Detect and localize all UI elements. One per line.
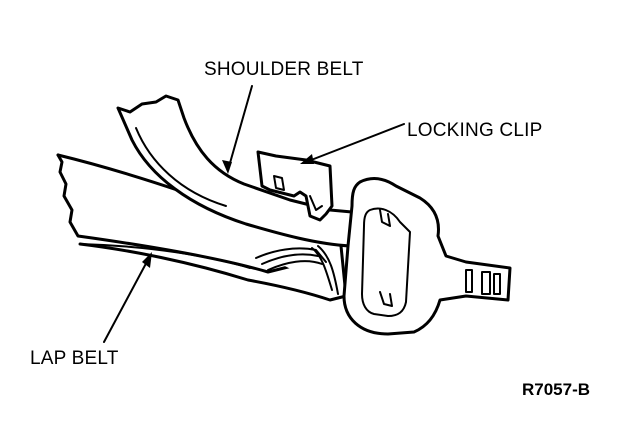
locking-clip-label: LOCKING CLIP (407, 120, 542, 141)
belt-webbing-folds (255, 245, 339, 295)
shoulder-belt-strap (116, 94, 354, 248)
locking-clip-leader (305, 123, 405, 163)
lap-belt-label: LAP BELT (30, 348, 119, 369)
locking-clip-arrowhead (300, 154, 314, 164)
figure-code: R7057-B (522, 380, 590, 399)
shoulder-belt-leader (227, 85, 253, 171)
shoulder-belt-arrowhead (222, 160, 232, 174)
lap-belt-leader (103, 255, 151, 343)
buckle-latch-plate (342, 177, 512, 336)
lap-belt-arrowhead (142, 252, 152, 268)
leader-arrows (103, 85, 405, 343)
shoulder-belt-label: SHOULDER BELT (204, 59, 364, 80)
